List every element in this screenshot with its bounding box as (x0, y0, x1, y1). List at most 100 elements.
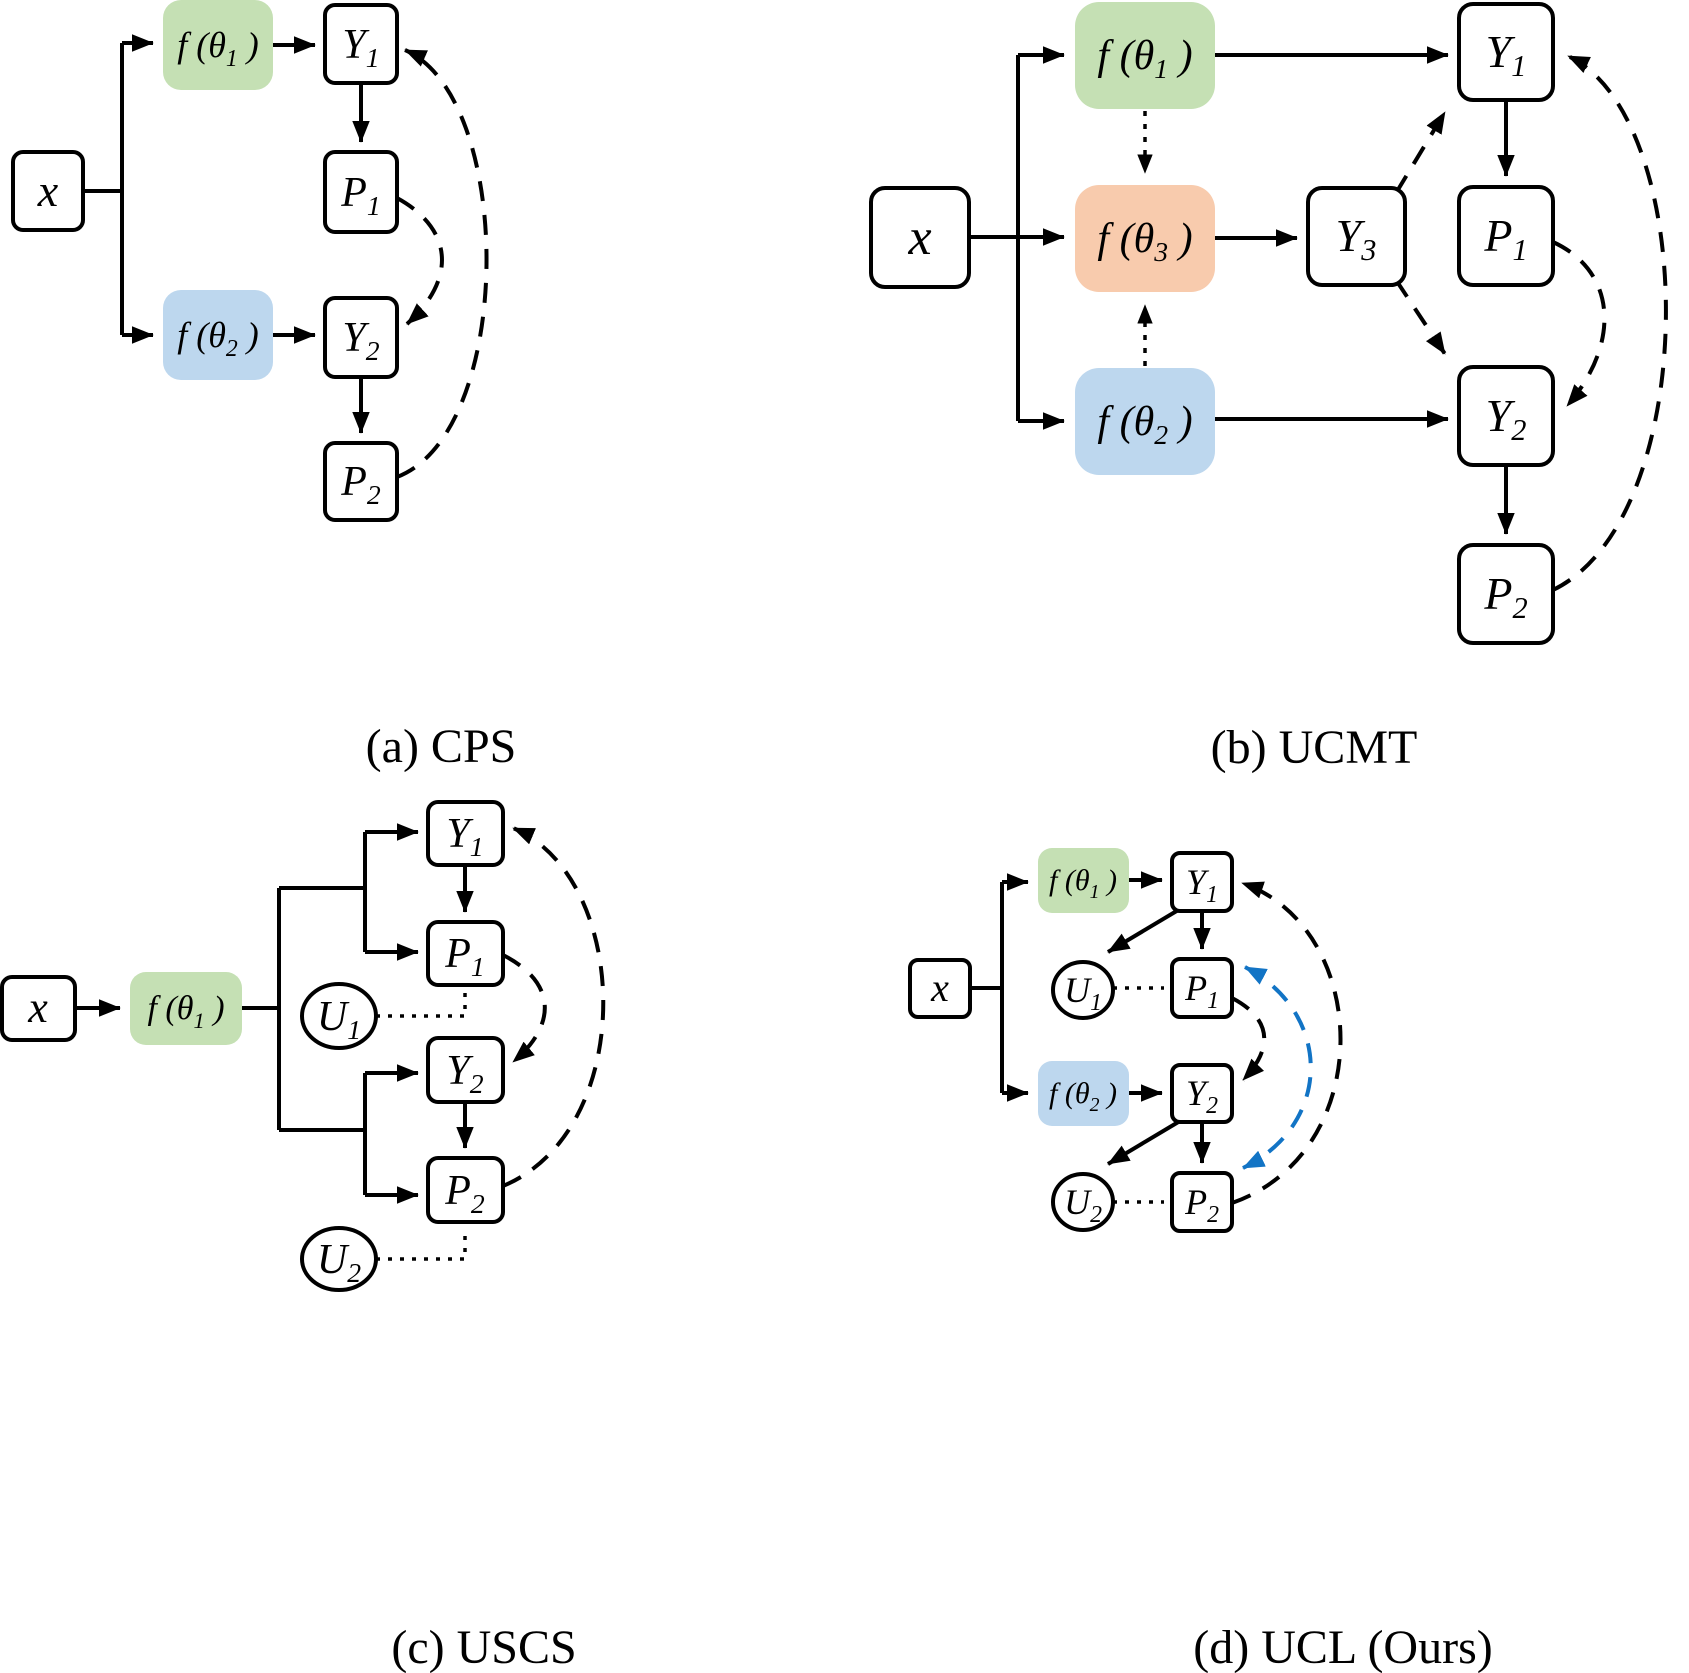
a-node-x: x (11, 150, 85, 232)
a-node-f1-box (163, 0, 273, 90)
b-edge-p1-supervises-y2-dashed (1552, 240, 1607, 408)
b-node-y3-label: Y3 (1336, 210, 1377, 267)
a-node-y2-box (323, 296, 399, 379)
c-node-f1-box (130, 972, 242, 1045)
b-node-f3-label: f (θ3 ) (1097, 216, 1192, 267)
b-node-p2-box (1457, 543, 1555, 645)
b-node-y3-box (1306, 186, 1407, 287)
panel-c-uscs: x f (θ1 ) Y1 P1 U1 Y2 P2 U2 (c (0, 800, 606, 1673)
b-node-y1-label: Y1 (1486, 26, 1527, 83)
caption-a: (a) CPS (366, 720, 517, 773)
c-edge-p1-supervises-y2-dashed (502, 953, 547, 1064)
b-node-y1-box (1457, 2, 1555, 102)
d-node-y1: Y1 (1170, 851, 1234, 913)
c-node-u2-label: U2 (317, 1237, 361, 1288)
b-node-y2-box (1457, 365, 1555, 467)
c-node-y1-box (426, 800, 505, 867)
c-node-p2-label: P2 (444, 1168, 485, 1219)
d-node-u2: U2 (1051, 1172, 1115, 1232)
d-node-p1-label: P1 (1184, 968, 1219, 1014)
a-node-f2-label: f (θ2 ) (177, 315, 259, 362)
a-node-y2: Y2 (323, 296, 399, 379)
c-edge-u1-to-p1-dotted (376, 990, 467, 1018)
d-node-p2-box (1170, 1171, 1234, 1233)
d-node-x-label: x (930, 965, 949, 1010)
c-node-y2: Y2 (426, 1036, 505, 1104)
c-node-u1-circle (300, 982, 378, 1050)
d-edge-p1-supervises-y2-dashed (1231, 996, 1267, 1082)
d-node-p2: P2 (1170, 1171, 1234, 1233)
c-node-x-box (0, 975, 77, 1042)
c-node-p1: P1 (426, 920, 505, 987)
d-node-y1-box (1170, 851, 1234, 913)
d-node-u1: U1 (1051, 960, 1115, 1020)
d-node-p1: P1 (1170, 957, 1234, 1019)
c-node-f1-label: f (θ1 ) (147, 990, 224, 1033)
b-node-y2-label: Y2 (1486, 390, 1527, 447)
b-node-f1: f (θ1 ) (1075, 2, 1215, 109)
caption-d: (d) UCL (Ours) (1193, 1621, 1492, 1673)
b-node-f2: f (θ2 ) (1075, 368, 1215, 475)
c-node-y1-label: Y1 (446, 811, 483, 862)
c-node-x: x (0, 975, 77, 1042)
a-node-x-label: x (37, 165, 59, 216)
d-node-y2-box (1170, 1063, 1234, 1124)
a-node-p1: P1 (323, 150, 399, 234)
c-node-u1: U1 (300, 982, 378, 1050)
b-edge-p2-supervises-y1-dashed (1552, 54, 1668, 592)
b-edge-y3-supervises-y1-dashed (1394, 110, 1447, 195)
c-node-p2-box (426, 1156, 505, 1224)
a-node-p1-label: P1 (340, 170, 381, 221)
a-node-f1-label: f (θ1 ) (177, 25, 259, 72)
b-node-x: x (869, 186, 971, 289)
c-node-y2-label: Y2 (446, 1048, 483, 1099)
a-node-x-box (11, 150, 85, 232)
b-node-p1: P1 (1457, 185, 1555, 287)
d-node-f2-label: f (θ2 ) (1049, 1077, 1117, 1116)
c-edge-u2-to-p2-dotted (376, 1228, 467, 1261)
b-node-f3-box (1075, 185, 1215, 292)
c-node-u2: U2 (300, 1226, 378, 1292)
d-node-p2-label: P2 (1184, 1182, 1219, 1228)
d-edge-y2-to-u2 (1106, 1119, 1182, 1166)
d-node-f2-box (1038, 1061, 1129, 1126)
b-node-p1-box (1457, 185, 1555, 287)
c-node-u2-circle (300, 1226, 378, 1292)
d-edge-p1-p2-consistency-blue-dashed (1242, 965, 1313, 1170)
c-edge-p2-supervises-y1-dashed (502, 826, 606, 1188)
d-node-u1-circle (1051, 960, 1115, 1020)
d-node-f1: f (θ1 ) (1038, 848, 1129, 913)
d-node-f1-label: f (θ1 ) (1049, 864, 1117, 903)
b-node-f2-label: f (θ2 ) (1097, 399, 1192, 450)
d-edge-p2-supervises-y1-dashed (1231, 881, 1343, 1205)
d-node-p1-box (1170, 957, 1234, 1019)
a-node-f2: f (θ2 ) (163, 290, 273, 380)
d-edge-y1-to-u1 (1106, 907, 1182, 954)
d-node-u1-label: U1 (1064, 970, 1102, 1016)
a-node-y1: Y1 (323, 3, 399, 85)
a-edge-p1-supervises-y2-dashed (396, 196, 444, 326)
a-node-p2-box (323, 441, 399, 522)
d-node-y1-label: Y1 (1186, 862, 1218, 908)
a-node-y1-label: Y1 (342, 22, 379, 73)
c-node-x-label: x (27, 983, 48, 1032)
caption-b: (b) UCMT (1211, 721, 1418, 774)
panel-d-ucl: x f (θ1 ) Y1 U1 P1 f (θ2 ) Y2 U2 (908, 848, 1493, 1673)
c-node-y1: Y1 (426, 800, 505, 867)
b-node-x-label: x (907, 209, 931, 266)
a-node-p1-box (323, 150, 399, 234)
b-node-p2: P2 (1457, 543, 1555, 645)
a-edge-p2-supervises-y1-dashed (396, 48, 489, 479)
a-node-p2: P2 (323, 441, 399, 522)
b-node-y1: Y1 (1457, 2, 1555, 102)
d-node-x-box (908, 958, 972, 1019)
a-node-f2-box (163, 290, 273, 380)
a-node-y2-label: Y2 (342, 315, 379, 366)
b-node-x-box (869, 186, 971, 289)
panel-b-ucmt: x f (θ1 ) f (θ3 ) f (θ2 ) Y3 Y1 P1 Y2 (869, 2, 1668, 774)
d-node-f2: f (θ2 ) (1038, 1061, 1129, 1126)
d-node-u2-circle (1051, 1172, 1115, 1232)
b-node-f2-box (1075, 368, 1215, 475)
